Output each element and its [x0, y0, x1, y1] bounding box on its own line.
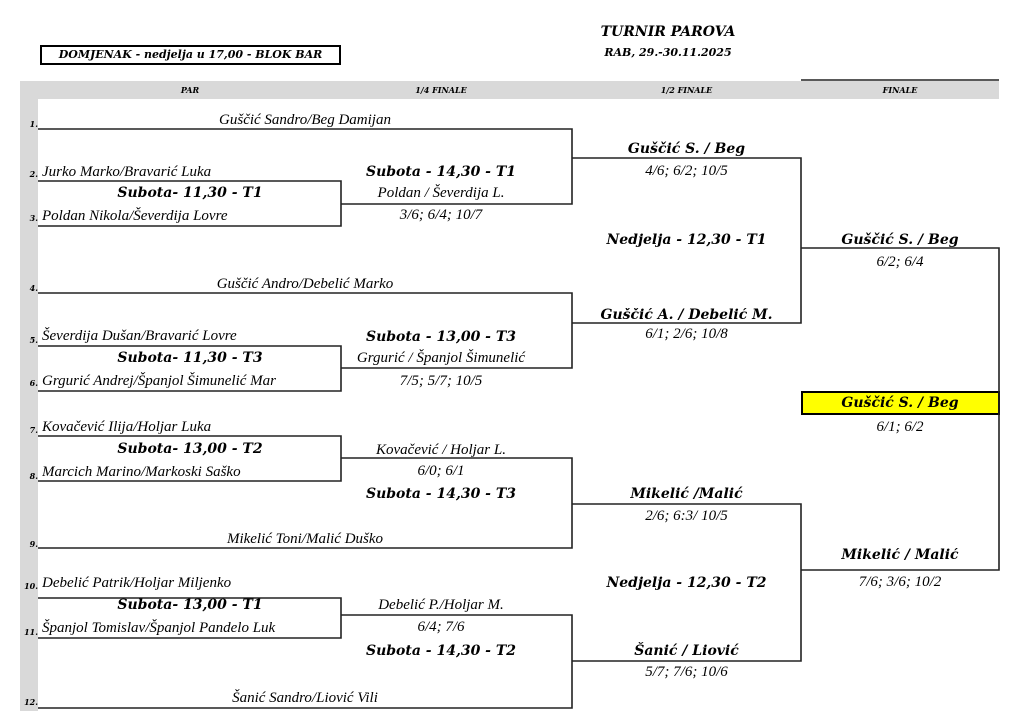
pair-name: Šanić Sandro/Liović Vili: [232, 690, 378, 706]
match-score: 3/6; 6/4; 10/7: [399, 207, 483, 223]
column-header-semifinal: 1/2 FINALE: [660, 85, 713, 95]
finalist-name: Guščić S. / Beg: [841, 232, 959, 248]
pair-name: Guščić Sandro/Beg Damijan: [219, 112, 391, 128]
match-score: 6/1; 2/6; 10/8: [645, 326, 728, 342]
match-schedule: Nedjelja - 12,30 - T2: [606, 575, 767, 591]
row-number: 2.: [29, 169, 38, 179]
match-schedule: Subota - 14,30 - T1: [365, 164, 517, 180]
pair-name: Guščić Andro/Debelić Marko: [216, 276, 394, 292]
header-band: [20, 81, 999, 99]
number-strip: [20, 81, 38, 711]
bracket-line: [38, 457, 573, 549]
pair-name: Poldan Nikola/Ševerdija Lovre: [42, 208, 228, 224]
pair-name: Ševerdija Dušan/Bravarić Lovre: [42, 328, 237, 344]
page-title: TURNIR PAROVA: [600, 24, 736, 40]
bracket-line: [38, 128, 573, 205]
row-number: 12.: [24, 697, 38, 707]
pair-name: Jurko Marko/Bravarić Luka: [42, 164, 212, 180]
match-schedule: Subota- 13,00 - T2: [117, 441, 263, 457]
row-number: 4.: [29, 283, 38, 293]
match-score: 2/6; 6:3/ 10/5: [645, 508, 728, 524]
pair-name: Mikelić Toni/Malić Duško: [226, 531, 384, 547]
row-number: 3.: [29, 213, 38, 223]
row-number: 1.: [29, 119, 38, 129]
champion-name: Guščić S. / Beg: [841, 395, 959, 411]
row-number: 8.: [29, 471, 38, 481]
match-score: 6/4; 7/6: [417, 619, 465, 635]
bracket-line: [38, 180, 342, 227]
row-number: 11.: [24, 627, 38, 637]
row-number: 5.: [29, 335, 38, 345]
column-header-quarterfinal: 1/4 FINALE: [415, 85, 467, 95]
match-winner: Poldan / Ševerdija L.: [377, 185, 505, 201]
match-winner: Debelić P./Holjar M.: [378, 597, 504, 613]
pair-name: Kovačević Ilija/Holjar Luka: [42, 419, 212, 435]
match-schedule: Subota- 11,30 - T3: [117, 350, 263, 366]
match-winner: Guščić S. / Beg: [627, 141, 746, 157]
match-score: 4/6; 6/2; 10/5: [645, 163, 728, 179]
pair-name: Španjol Tomislav/Španjol Pandelo Luk: [42, 620, 276, 636]
row-number: 9.: [29, 539, 38, 549]
row-number: 7.: [29, 425, 38, 435]
match-winner: Grgurić / Španjol Šimunelić: [356, 350, 526, 366]
bracket-line: [38, 292, 573, 369]
bracket-line: [801, 247, 1000, 571]
match-winner: Mikelić /Malić: [630, 486, 743, 502]
pair-name: Marcich Marino/Markoski Saško: [42, 464, 241, 480]
match-schedule: Subota- 11,30 - T1: [117, 185, 263, 201]
finalist-score: 6/2; 6/4: [876, 254, 924, 270]
finalist-score: 7/6; 3/6; 10/2: [858, 574, 942, 590]
match-schedule: Subota - 14,30 - T3: [365, 486, 517, 502]
pair-name: Debelić Patrik/Holjar Miljenko: [42, 575, 232, 591]
match-winner: Kovačević / Holjar L.: [376, 442, 506, 458]
match-score: 7/5; 5/7; 10/5: [399, 373, 483, 389]
pair-name: Grgurić Andrej/Španjol Šimunelić Mar: [42, 373, 277, 389]
match-score: 5/7; 7/6; 10/6: [645, 664, 728, 680]
match-schedule: Nedjelja - 12,30 - T1: [606, 232, 767, 248]
column-header-par: PAR: [180, 85, 200, 95]
finalist-name: Mikelić / Malić: [841, 548, 959, 562]
match-winner: Guščić A. / Debelić M.: [600, 308, 773, 322]
row-number: 10.: [24, 581, 38, 591]
bracket-line: [572, 503, 802, 662]
match-schedule: Subota - 14,30 - T2: [365, 643, 517, 659]
row-number: 6.: [29, 378, 38, 388]
match-winner: Šanić / Liović: [634, 643, 739, 659]
column-header-final: FINALE: [882, 85, 918, 95]
bracket-line: [38, 597, 342, 639]
match-schedule: Subota- 13,00 - T1: [117, 597, 263, 613]
champion-score: 6/1; 6/2: [876, 419, 924, 435]
bracket-line: [38, 345, 342, 392]
match-score: 6/0; 6/1: [417, 463, 465, 479]
event-date: RAB, 29.-30.11.2025: [604, 46, 732, 59]
bracket-line: [38, 614, 573, 709]
champion-box: [801, 391, 1000, 415]
bracket-line: [572, 157, 802, 324]
match-schedule: Subota - 13,00 - T3: [365, 329, 517, 345]
event-notice: DOMJENAK - nedjelja u 17,00 - BLOK BAR: [40, 45, 341, 65]
